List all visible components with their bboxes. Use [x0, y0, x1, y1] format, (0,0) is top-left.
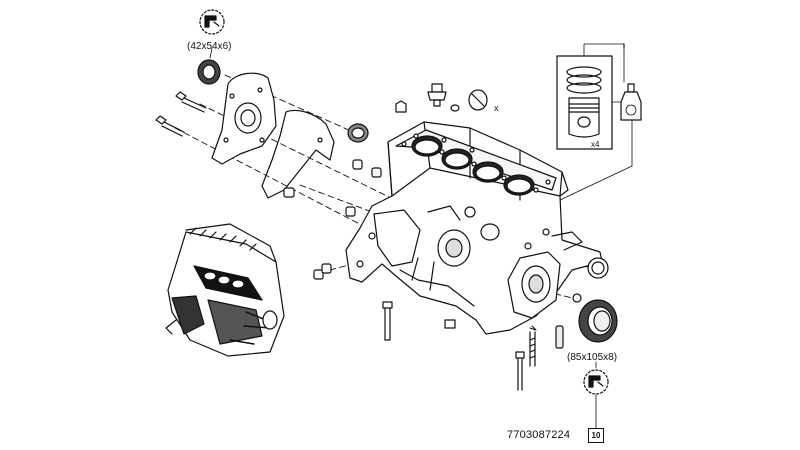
piston-quantity-label: x4 [591, 140, 600, 149]
sealant-bottle-icon [620, 83, 642, 121]
reference-number-box: 10 [588, 428, 604, 443]
cut-marker-label: x [494, 103, 499, 113]
dowel-1 [283, 187, 295, 198]
stud-long [515, 351, 525, 391]
stud-top [395, 100, 407, 113]
small-plug [572, 293, 582, 303]
dowel-6 [321, 263, 332, 274]
dowel-4 [371, 167, 382, 178]
dowel-2 [345, 206, 356, 217]
piston-kit-box [556, 43, 633, 201]
seal-size-label-bottom: (85x105x8) [567, 352, 618, 363]
block-bolt [382, 301, 393, 341]
seal-profile-callout-bottom [583, 369, 609, 395]
core-plug [347, 123, 369, 143]
seal-size-label-top: (42x54x6) [187, 41, 232, 52]
rear-oil-seal [578, 299, 618, 343]
cylinder-bore-2 [441, 148, 473, 170]
dowel-5 [313, 269, 324, 280]
cap-plug [468, 89, 488, 111]
stud-threaded [529, 331, 536, 367]
part-number: 7703087224 [507, 429, 571, 441]
rear-spacer-ring [587, 257, 609, 279]
oil-fitting [427, 83, 447, 107]
cylinder-bore-4 [503, 174, 535, 196]
bolt-left-2 [155, 115, 185, 137]
cylinder-bore-1 [411, 135, 443, 157]
drain-plug [444, 319, 456, 329]
engine-block [345, 121, 603, 335]
washer-small [450, 104, 460, 112]
dowel-pin [555, 325, 564, 349]
cover-gasket [261, 109, 335, 199]
bolt-left-1 [175, 91, 207, 113]
timing-cover-plate [211, 72, 277, 165]
cylinder-bore-3 [472, 161, 504, 183]
dowel-3 [352, 159, 363, 170]
small-oil-seal [197, 59, 221, 85]
seal-profile-callout-top [199, 9, 225, 35]
engine-reference-sketch [165, 223, 285, 357]
